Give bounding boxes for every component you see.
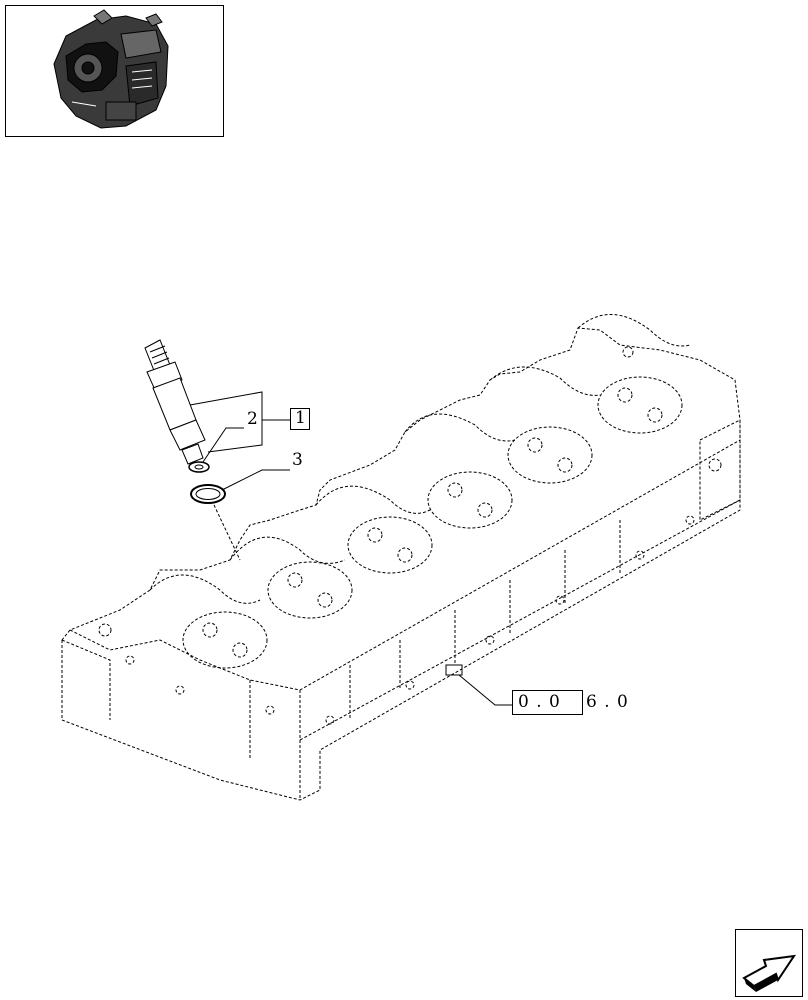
next-page-button[interactable] <box>735 929 803 997</box>
callout-2: 2 <box>247 409 258 429</box>
engine-thumbnail <box>5 5 224 137</box>
section-reference-tail: 6 . 0 <box>586 692 629 712</box>
callout-3: 3 <box>292 450 303 470</box>
callout-1: 1 <box>295 408 306 428</box>
section-reference-box <box>512 690 583 715</box>
callout-box-1 <box>290 408 310 430</box>
next-page-arrow-icon <box>742 954 797 992</box>
section-reference-boxed: 0 . 0 <box>518 692 561 712</box>
engine-thumbnail-icon <box>53 9 169 129</box>
